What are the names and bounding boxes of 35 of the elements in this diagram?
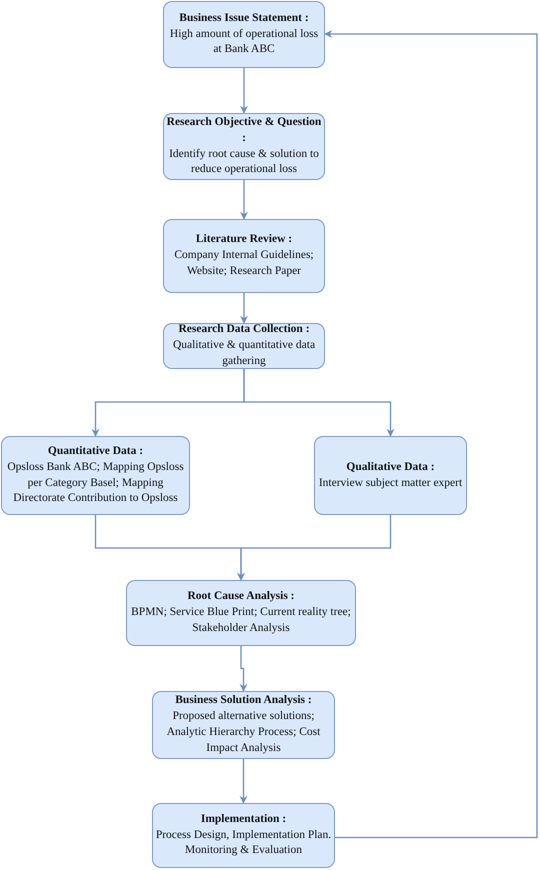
arrow <box>237 515 392 581</box>
step-heading: Business Solution Analysis : <box>175 693 312 708</box>
step-description: BPMN; Service Blue Print; Current reality tree; Stakeholder Analysis <box>130 605 352 636</box>
arrow <box>240 68 248 114</box>
step-heading: Implementation : <box>200 812 286 827</box>
process-box <box>1 436 190 515</box>
step-description: Interview subject matter expert <box>318 476 462 490</box>
step-heading: Quantitative Data : <box>48 444 144 459</box>
process-box <box>163 219 325 293</box>
process-box <box>163 113 325 180</box>
step-description: Opsloss Bank ABC; Mapping Opsloss per Category Basel; Mapping Directorate Contribution to Opsloss <box>6 460 185 506</box>
process-box <box>152 803 335 868</box>
process-box <box>314 436 467 515</box>
step-heading: Business Issue Statement : <box>179 10 309 26</box>
step-heading: Literature Review : <box>196 232 292 248</box>
arrow <box>243 369 394 437</box>
arrow <box>240 293 248 324</box>
step-description: Identify root cause & solution to reduce operational loss <box>168 146 320 178</box>
step-description: Proposed alternative solutions; Analytic Hierarchy Process; Cost Impact Analysis <box>166 709 322 756</box>
process-box <box>163 1 325 68</box>
arrow <box>240 646 248 692</box>
process-box <box>152 691 335 759</box>
step-heading: Root Cause Analysis : <box>187 589 295 604</box>
arrow <box>240 759 248 804</box>
step-description: Company Internal Guidelines; Website; Research Paper <box>173 248 315 279</box>
step-description: Qualitative & quantitative data gathering <box>172 338 316 369</box>
step-heading: Qualitative Data : <box>346 460 435 475</box>
step-heading: Research Objective & Question : <box>166 114 322 146</box>
step-description: Process Design, Implementation Plan. Monitoring & Evaluation <box>155 828 332 858</box>
step-description: High amount of operational loss at Bank ABC <box>168 26 320 58</box>
arrow <box>324 30 538 838</box>
process-box <box>126 580 356 646</box>
step-heading: Research Data Collection : <box>178 322 310 338</box>
arrow <box>240 180 248 220</box>
process-box <box>163 323 325 369</box>
